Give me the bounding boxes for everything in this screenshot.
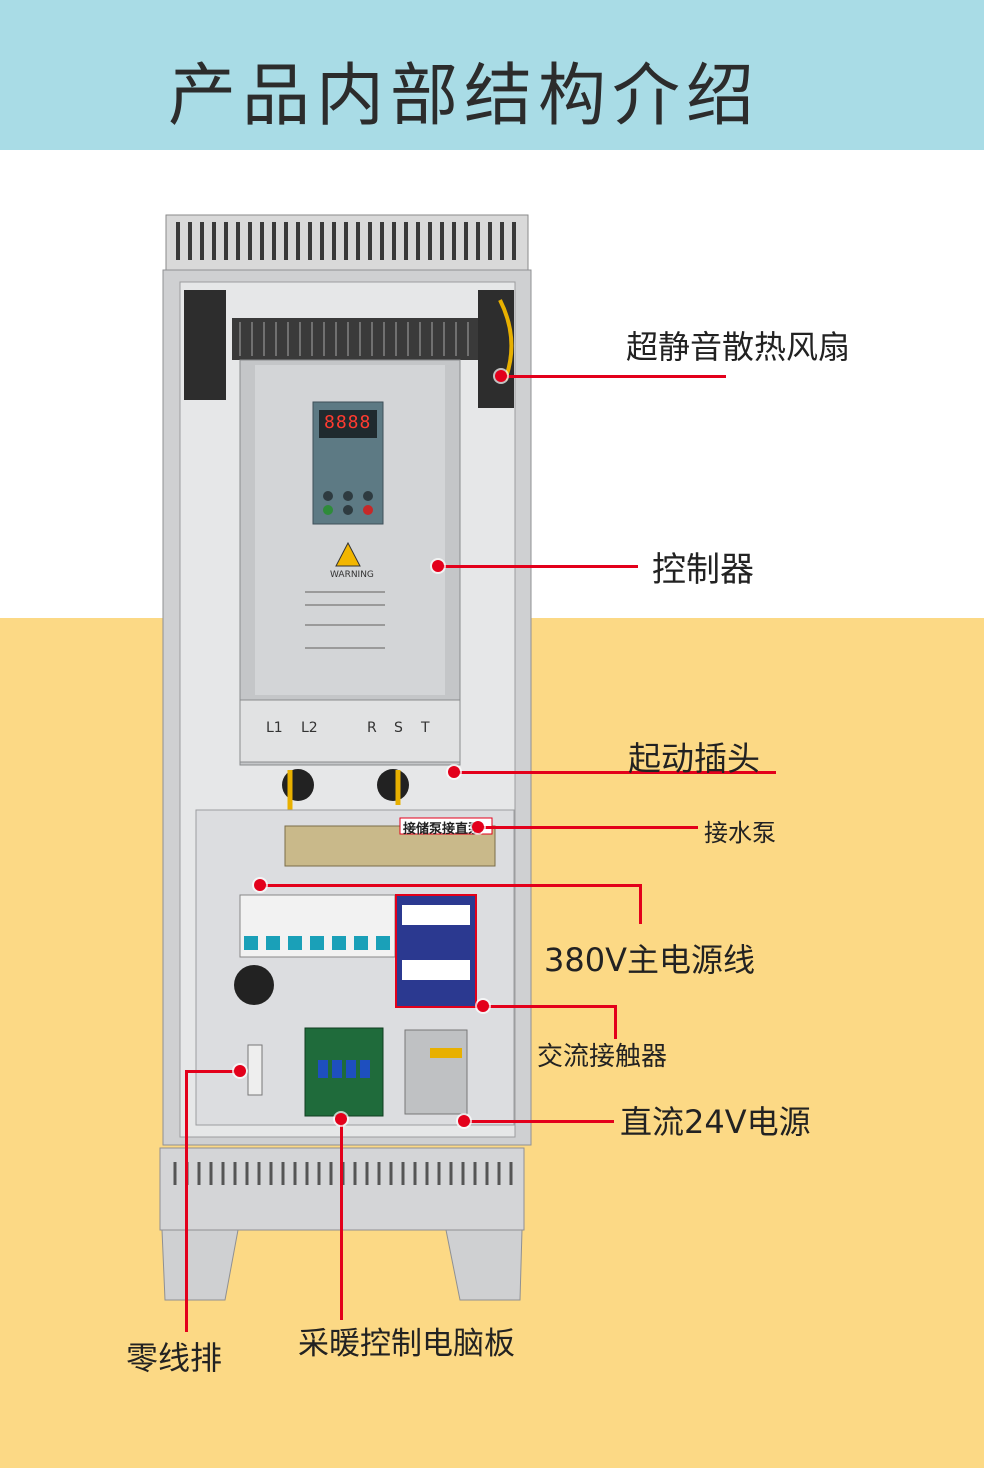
contactor-leader-h	[485, 1005, 617, 1008]
start-plug-leader	[456, 771, 776, 774]
page-title: 产品内部结构介绍	[168, 57, 761, 136]
start-plug-dot	[448, 766, 460, 778]
terminal-label-t: T	[421, 720, 430, 736]
terminal-label-l1: L1	[266, 720, 283, 736]
label-controller: 控制器	[652, 550, 754, 590]
control-board-leader	[340, 1118, 343, 1320]
label-control-board: 采暖控制电脑板	[298, 1326, 515, 1362]
label-dc-power: 直流24V电源	[620, 1103, 811, 1141]
top-vent	[165, 214, 529, 271]
fan-leader	[503, 375, 726, 378]
controller-dot	[432, 560, 444, 572]
neutral-bar-leader-h	[186, 1070, 242, 1073]
left-fan	[184, 290, 226, 400]
controller-leader	[440, 565, 638, 568]
label-fan: 超静音散热风扇	[626, 328, 851, 366]
label-start-plug: 起动插头	[628, 739, 760, 778]
control-board	[304, 1027, 384, 1117]
pump-leader	[480, 826, 698, 829]
main-power-dot	[254, 879, 266, 891]
contactor-leader-v	[614, 1005, 617, 1039]
main-power-leader-v	[639, 884, 642, 924]
terminal-label-s: S	[394, 720, 403, 736]
terminal-label-l2: L2	[301, 720, 318, 736]
dc-power-dot	[458, 1115, 470, 1127]
right-fan	[478, 290, 514, 408]
label-pump: 接水泵	[704, 819, 776, 847]
neutral-bar-leader-v	[185, 1070, 188, 1332]
neutral-bar-dot	[234, 1065, 246, 1077]
control-board-dot	[335, 1113, 347, 1125]
pump-dot	[472, 821, 484, 833]
warning-title: WARNING	[330, 570, 374, 580]
main-power-leader-h	[262, 884, 642, 887]
fan-dot	[495, 370, 507, 382]
controller-display-digits: 8888	[324, 412, 372, 433]
terminal-label-r: R	[367, 720, 377, 736]
dc-power-leader	[466, 1120, 614, 1123]
label-contactor: 交流接触器	[537, 1042, 668, 1072]
neutral-bar-part	[247, 1044, 263, 1096]
header-banner: 产品内部结构介绍	[0, 0, 984, 150]
power-supply	[404, 1029, 468, 1115]
terminal-strip-label: 接储泵接直泵	[403, 822, 482, 837]
label-main-power: 380V主电源线	[544, 941, 755, 979]
contactor-dot	[477, 1000, 489, 1012]
label-neutral-bar: 零线排	[126, 1339, 223, 1377]
